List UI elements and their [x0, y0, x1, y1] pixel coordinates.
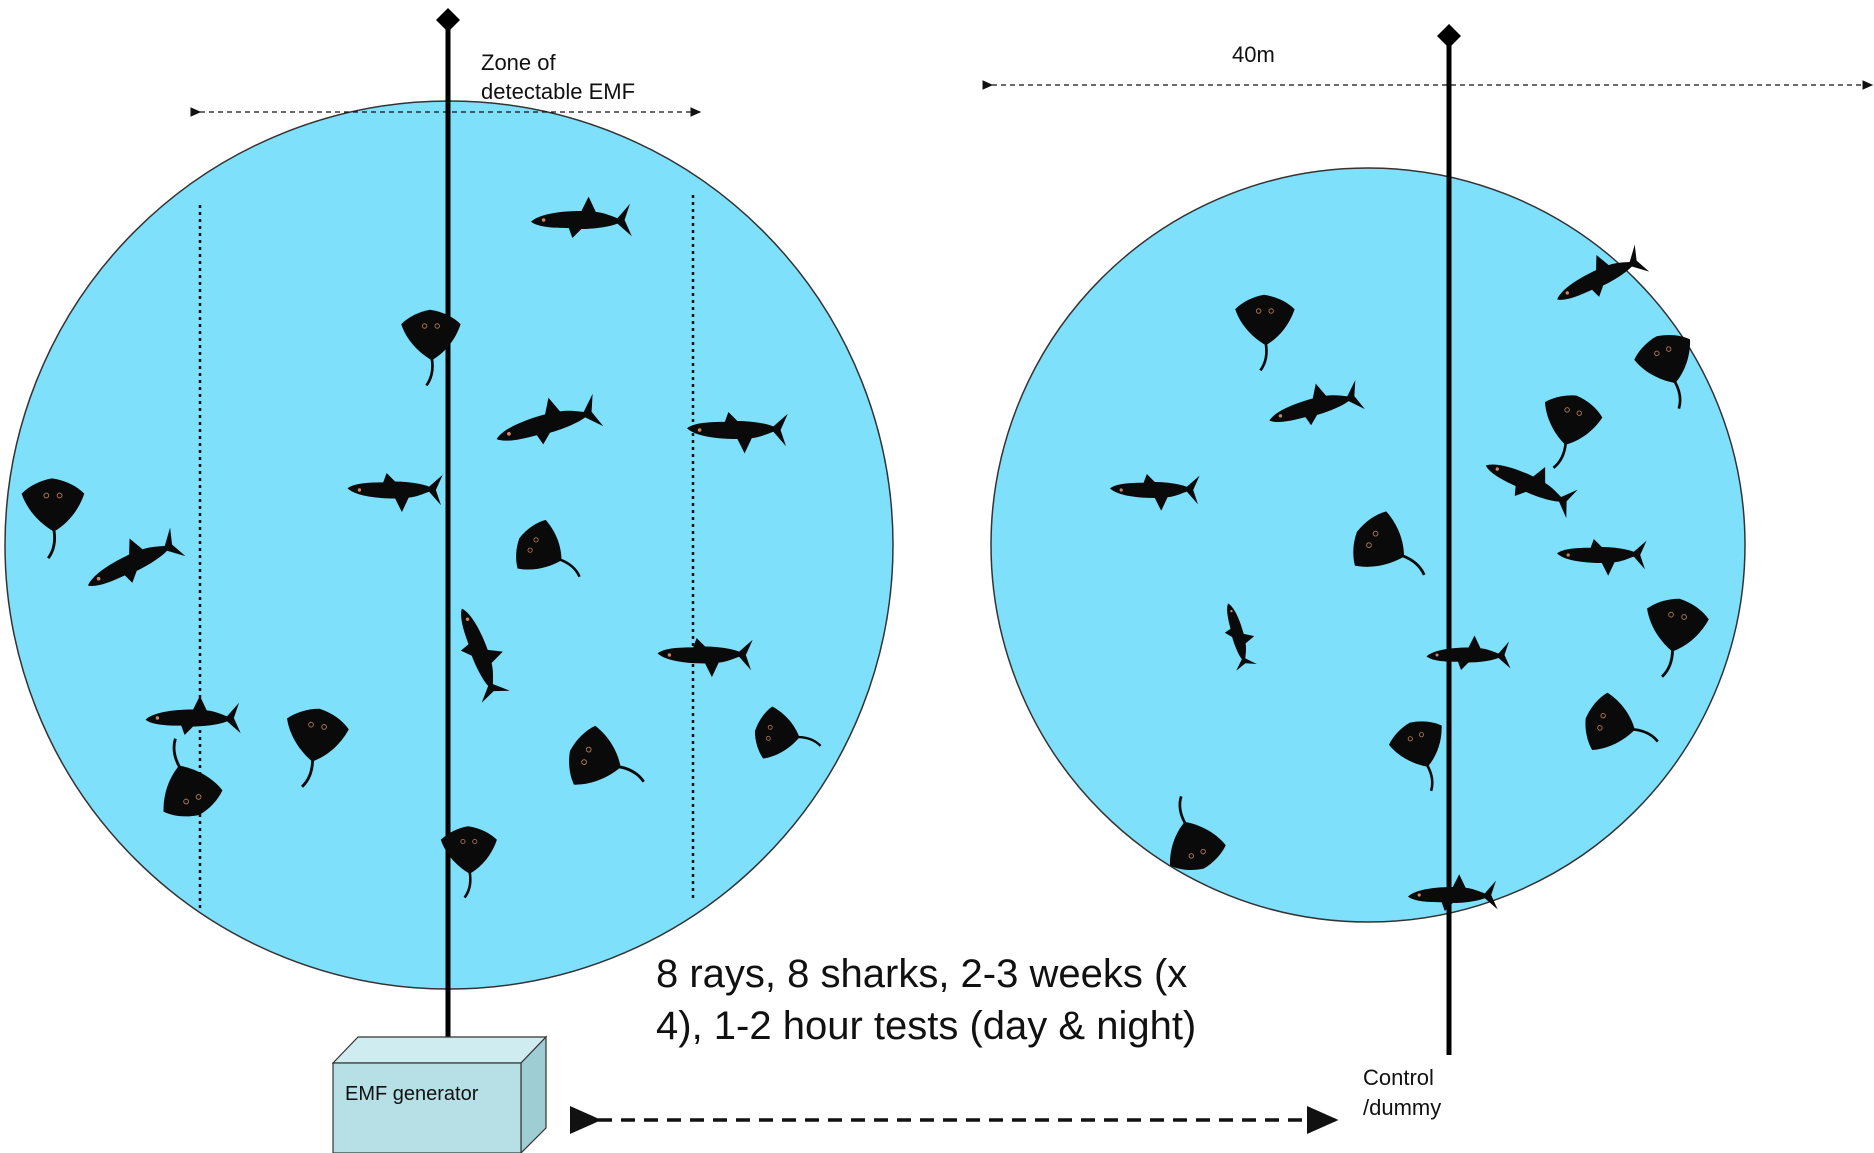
emf-generator-box	[331, 1035, 548, 1153]
diamond-marker-icon	[1437, 24, 1461, 48]
summary-line1: 8 rays, 8 sharks, 2-3 weeks (x	[656, 952, 1187, 996]
generator-label: EMF generator	[345, 1083, 479, 1105]
summary-line2: 4), 1-2 hour tests (day & night)	[656, 1004, 1196, 1048]
control-label-line2: /dummy	[1363, 1095, 1441, 1120]
distance-label: 40m	[1232, 42, 1275, 67]
zone-label-line2: detectable EMF	[481, 79, 635, 104]
control-label-line1: Control	[1363, 1065, 1434, 1090]
diamond-marker-icon	[436, 8, 460, 32]
zone-label-line1: Zone of	[481, 50, 556, 75]
